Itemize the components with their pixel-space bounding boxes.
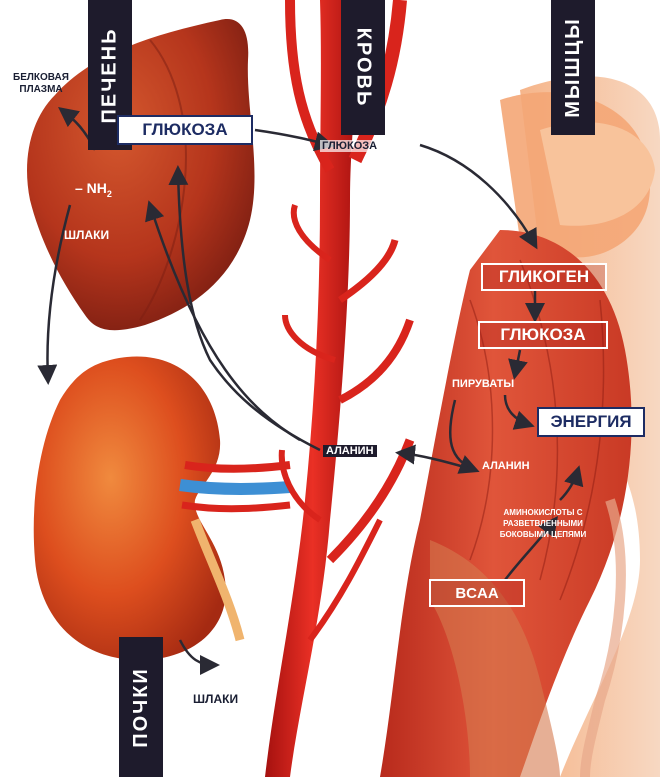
muscle-glucose-box: ГЛЮКОЗА xyxy=(478,321,608,349)
kidney-waste-label: ШЛАКИ xyxy=(193,692,239,706)
energy-box: ЭНЕРГИЯ xyxy=(537,407,645,437)
heading-blood-band: КРОВЬ xyxy=(341,0,385,135)
protein-plasma-label: БЕЛКОВАЯ ПЛАЗМА xyxy=(13,72,69,95)
blood-alanine-label: АЛАНИН xyxy=(323,445,377,457)
flow-arrows xyxy=(37,106,584,675)
blood-vessel-illustration xyxy=(265,0,415,777)
kidney-illustration xyxy=(33,356,291,660)
heading-kidneys: ПОЧКИ xyxy=(129,666,152,748)
heading-kidneys-band: ПОЧКИ xyxy=(119,637,163,777)
heading-muscles: МЫШЦЫ xyxy=(561,17,584,118)
blood-glucose-label: ГЛЮКОЗА xyxy=(320,140,380,152)
nh2-label: – NH2 xyxy=(75,180,112,199)
heading-muscles-band: МЫШЦЫ xyxy=(551,0,595,135)
liver-illustration xyxy=(27,19,255,331)
muscle-alanine-label: АЛАНИН xyxy=(482,460,530,472)
liver-glucose-box: ГЛЮКОЗА xyxy=(117,115,253,145)
muscle-illustration xyxy=(380,76,660,777)
heading-liver: ПЕЧЕНЬ xyxy=(98,27,121,123)
heading-blood: КРОВЬ xyxy=(352,27,375,108)
glycogen-box: ГЛИКОГЕН xyxy=(481,263,607,291)
liver-waste-label: ШЛАКИ xyxy=(64,228,110,242)
bcaa-box: BCAA xyxy=(429,579,525,607)
bcaa-description: АМИНОКИСЛОТЫ С РАЗВЕТВЛЕННЫМИ БОКОВЫМИ Ц… xyxy=(499,508,587,539)
pyruvates-label: ПИРУВАТЫ xyxy=(452,378,515,390)
